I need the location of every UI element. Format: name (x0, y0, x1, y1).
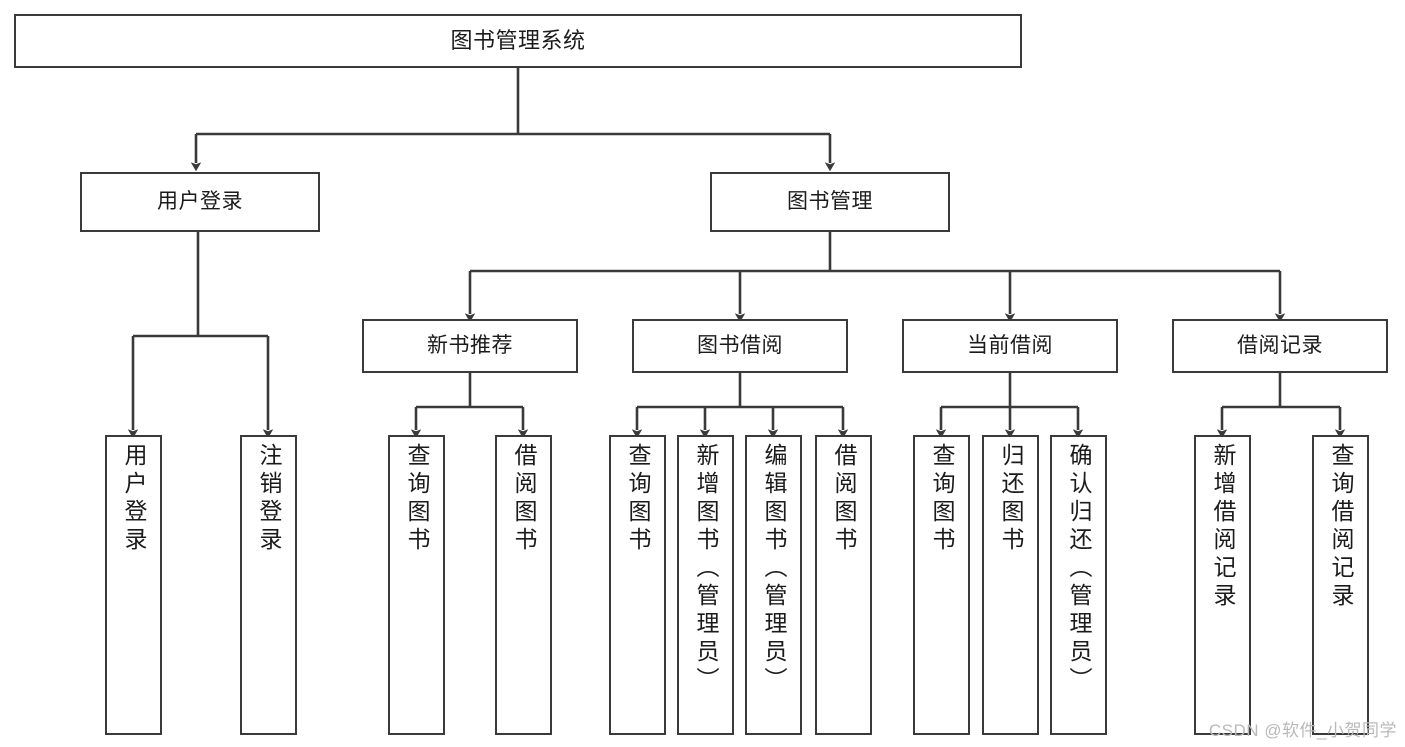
node-label: 查询图书 (625, 443, 651, 555)
node-label: 查询图书 (929, 443, 955, 555)
node-leaf-user-login[interactable]: 用户登录 (105, 435, 162, 735)
node-leaf-query-book-borrow[interactable]: 查询图书 (609, 435, 666, 735)
node-leaf-confirm-return-admin[interactable]: 确认归还（管理员） (1050, 435, 1107, 735)
node-label: 图书借阅 (697, 334, 783, 358)
node-leaf-return-book[interactable]: 归还图书 (982, 435, 1039, 735)
node-leaf-logout[interactable]: 注销登录 (240, 435, 297, 735)
node-label: 用户登录 (157, 190, 243, 214)
node-leaf-borrow-book[interactable]: 借阅图书 (815, 435, 872, 735)
node-borrow-record[interactable]: 借阅记录 (1172, 319, 1388, 373)
node-current-borrow[interactable]: 当前借阅 (902, 319, 1118, 373)
node-leaf-query-book-current[interactable]: 查询图书 (913, 435, 970, 735)
node-leaf-add-book-admin[interactable]: 新增图书（管理员） (677, 435, 734, 735)
node-label: 确认归还（管理员） (1066, 443, 1092, 695)
csdn-watermark: CSDN @软件_小贺同学 (1208, 721, 1397, 740)
node-leaf-add-borrow-record[interactable]: 新增借阅记录 (1194, 435, 1251, 735)
node-book-management[interactable]: 图书管理 (710, 172, 950, 232)
node-leaf-borrow-book-new[interactable]: 借阅图书 (495, 435, 552, 735)
node-label: 归还图书 (998, 443, 1024, 555)
node-root-system[interactable]: 图书管理系统 (14, 14, 1022, 68)
node-label: 新增借阅记录 (1210, 443, 1236, 611)
node-new-book-recommend[interactable]: 新书推荐 (362, 319, 578, 373)
node-label: 借阅记录 (1237, 334, 1323, 358)
node-user-login[interactable]: 用户登录 (80, 172, 320, 232)
node-label: 查询借阅记录 (1328, 443, 1354, 611)
node-leaf-query-book-new[interactable]: 查询图书 (388, 435, 445, 735)
node-label: 编辑图书（管理员） (761, 443, 787, 695)
node-book-borrow[interactable]: 图书借阅 (632, 319, 848, 373)
node-leaf-edit-book-admin[interactable]: 编辑图书（管理员） (745, 435, 802, 735)
node-label: 图书管理系统 (450, 27, 586, 53)
node-label: 图书管理 (787, 190, 873, 214)
node-label: 注销登录 (256, 443, 282, 555)
node-label: 新增图书（管理员） (693, 443, 719, 695)
node-label: 当前借阅 (967, 334, 1053, 358)
node-label: 查询图书 (404, 443, 430, 555)
node-leaf-query-borrow-record[interactable]: 查询借阅记录 (1312, 435, 1369, 735)
node-label: 借阅图书 (831, 443, 857, 555)
node-label: 新书推荐 (427, 334, 513, 358)
node-label: 借阅图书 (511, 443, 537, 555)
node-label: 用户登录 (121, 443, 147, 555)
